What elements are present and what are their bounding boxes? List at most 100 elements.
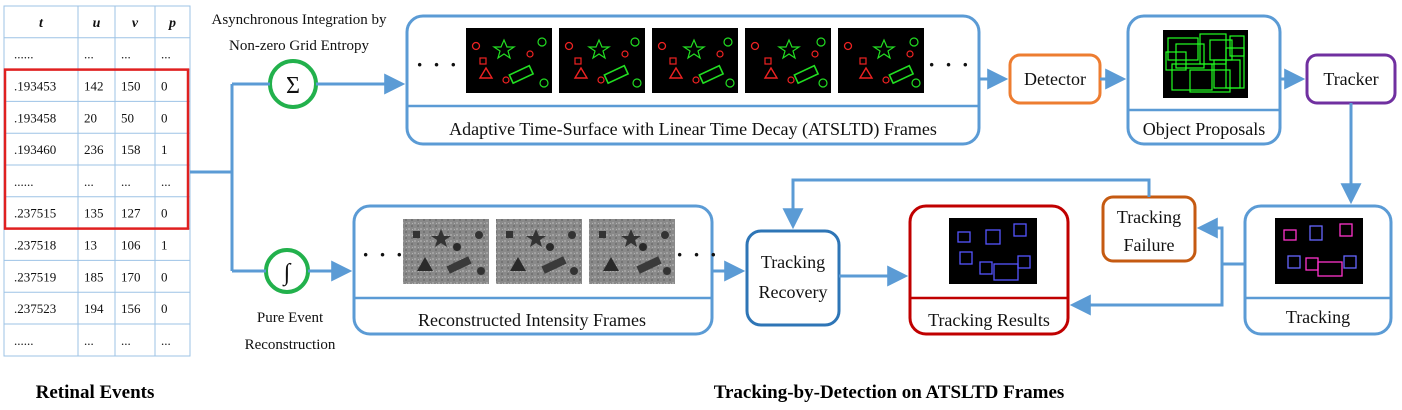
integral-symbol: ∫ xyxy=(282,260,292,287)
table-cell: 20 xyxy=(84,110,97,125)
dot-shape xyxy=(716,50,724,58)
triangle-shape xyxy=(478,66,494,79)
intensity-frame-shade xyxy=(403,219,489,284)
dot-shape xyxy=(621,50,629,58)
bar-shape xyxy=(446,256,472,274)
star-shape xyxy=(777,38,801,60)
main-caption: Tracking-by-Detection on ATSLTD Frames xyxy=(714,382,1065,403)
dot-shape xyxy=(657,41,667,51)
bar-shape xyxy=(508,64,535,85)
ball-shape xyxy=(570,267,578,275)
table-cell: ... xyxy=(121,174,131,189)
intensity-thumbnails xyxy=(403,219,675,284)
tracking-results-label: Tracking Results xyxy=(928,310,1050,330)
table-header-cell: t xyxy=(39,16,44,31)
cube-shape xyxy=(506,231,513,238)
table-cell: 0 xyxy=(161,269,168,284)
intensity-frame-thumbnail xyxy=(403,219,489,284)
ball-shape xyxy=(661,231,669,239)
tracking-recovery-label-1: Tracking xyxy=(761,252,825,272)
reconstruction-label-2: Reconstruction xyxy=(245,337,336,353)
bar-shape xyxy=(636,256,662,274)
integration-label-1: Asynchronous Integration by xyxy=(212,12,387,28)
pyramid-shape xyxy=(510,257,526,271)
tracking-bboxes xyxy=(1283,223,1357,277)
tracking-failure-label-1: Tracking xyxy=(1117,207,1181,227)
table-cell: ... xyxy=(161,47,171,62)
table-cell: 106 xyxy=(121,238,141,253)
triangle-shape xyxy=(763,66,779,79)
connectors xyxy=(190,68,1362,316)
star-shape xyxy=(587,38,611,60)
table-cell: 1 xyxy=(161,238,168,253)
table-cell: 135 xyxy=(84,206,104,221)
atsltd-ellipsis-right: · · · xyxy=(928,52,971,77)
ring-shape xyxy=(909,37,919,47)
tracking-results-group: Tracking Results xyxy=(908,204,1070,336)
object-proposals-label: Object Proposals xyxy=(1143,119,1265,139)
ring-shape xyxy=(725,78,735,88)
table-cell: ... xyxy=(161,333,171,348)
square-shape xyxy=(669,57,677,65)
triangle-shape xyxy=(858,66,874,79)
dot-shape xyxy=(787,76,795,84)
ball-shape xyxy=(663,267,671,275)
table-cell: .237523 xyxy=(14,301,56,316)
square-shape xyxy=(764,57,772,65)
table-cell: ...... xyxy=(14,47,34,62)
table-header-cell: u xyxy=(93,16,101,31)
table-cell: ... xyxy=(161,174,171,189)
star-shape xyxy=(682,38,706,60)
table-cell: ... xyxy=(121,47,131,62)
tracking-thumbnail xyxy=(1275,218,1363,284)
results-thumbnail xyxy=(949,218,1037,284)
cube-shape xyxy=(413,231,420,238)
ring-shape xyxy=(537,37,547,47)
table-cell: .193460 xyxy=(14,142,56,157)
atsltd-frame-thumbnail xyxy=(652,28,738,93)
bar-shape xyxy=(541,256,567,274)
results-bboxes xyxy=(957,223,1031,281)
table-cell: 236 xyxy=(84,142,104,157)
bar-shape xyxy=(793,64,820,85)
intensity-frames-group: · · · · · · Reconstructed Intensity Fram… xyxy=(352,204,717,336)
ring-shape xyxy=(632,78,642,88)
table-cell: 1 xyxy=(161,142,168,157)
bar-shape xyxy=(888,64,915,85)
atsltd-frame-thumbnail xyxy=(745,28,831,93)
table-cell: ... xyxy=(84,47,94,62)
star-shape xyxy=(526,229,546,247)
tracking-label: Tracking xyxy=(1286,307,1350,327)
table-cell: .193453 xyxy=(14,79,56,94)
tracking-recovery-box xyxy=(745,229,841,327)
triangle-shape xyxy=(668,66,684,79)
table-cell: 127 xyxy=(121,206,141,221)
square-shape xyxy=(574,57,582,65)
table-cell: 185 xyxy=(84,269,104,284)
table-cell: .193458 xyxy=(14,110,56,125)
dot-shape xyxy=(882,76,890,84)
atsltd-frame-thumbnail xyxy=(838,28,924,93)
table-header-cell: p xyxy=(168,16,176,31)
ring-shape xyxy=(816,37,826,47)
star-shape xyxy=(431,229,451,247)
table-cell: 13 xyxy=(84,238,97,253)
dot-shape xyxy=(843,41,853,51)
dot-shape xyxy=(811,50,819,58)
ring-shape xyxy=(911,78,921,88)
atsltd-ellipsis-left: · · · xyxy=(416,52,459,77)
dot-shape xyxy=(750,41,760,51)
object-proposals-group: Object Proposals xyxy=(1126,14,1282,146)
tracking-to-failure-arrow xyxy=(1196,217,1245,266)
table-cell: ... xyxy=(121,333,131,348)
table-cell: .237515 xyxy=(14,206,56,221)
atsltd-frames-group: · · · · · · Adaptive Time-Surface with L… xyxy=(405,14,981,146)
dot-shape xyxy=(692,76,700,84)
bar-shape xyxy=(603,64,630,85)
table-cell: 0 xyxy=(161,301,168,316)
ball-shape xyxy=(568,231,576,239)
table-cell: 0 xyxy=(161,206,168,221)
tracker-label: Tracker xyxy=(1323,69,1378,89)
